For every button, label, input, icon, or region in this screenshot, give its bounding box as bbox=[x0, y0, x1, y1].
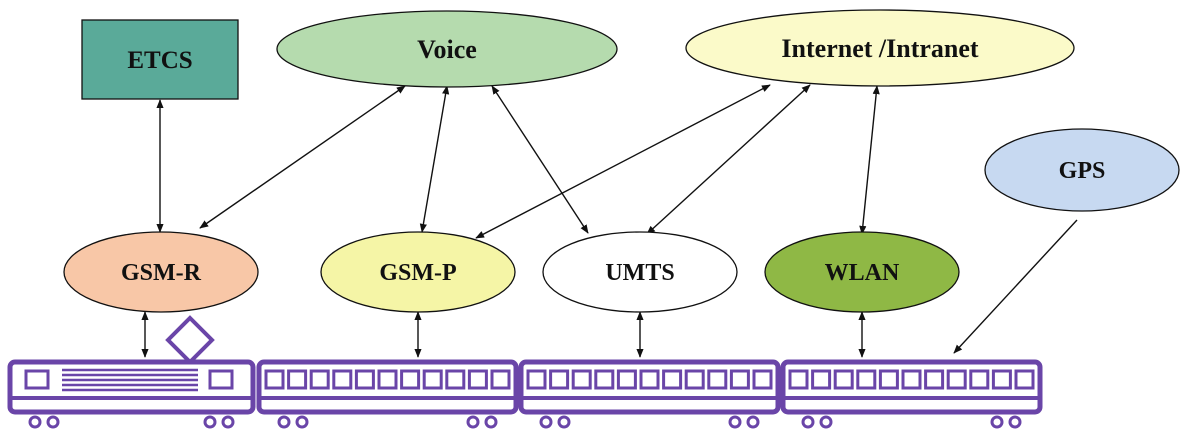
window bbox=[526, 369, 547, 390]
node-label: Voice bbox=[417, 35, 477, 64]
wheel bbox=[990, 415, 1004, 429]
window bbox=[729, 369, 750, 390]
window bbox=[833, 369, 854, 390]
window bbox=[571, 369, 592, 390]
window bbox=[788, 369, 809, 390]
window bbox=[549, 369, 570, 390]
node-wlan: WLAN bbox=[764, 231, 960, 313]
train-car-1 bbox=[256, 359, 519, 429]
window bbox=[445, 369, 466, 390]
wheel bbox=[728, 415, 742, 429]
window bbox=[662, 369, 683, 390]
window bbox=[332, 369, 353, 390]
window bbox=[969, 369, 990, 390]
arrow-gps-train bbox=[953, 219, 1078, 354]
node-label: GPS bbox=[1059, 158, 1106, 184]
node-label: ETCS bbox=[127, 47, 192, 74]
node-gps: GPS bbox=[984, 128, 1180, 212]
node-voice: Voice bbox=[276, 10, 618, 88]
window bbox=[594, 369, 615, 390]
wheel bbox=[466, 415, 480, 429]
node-etcs: ETCS bbox=[81, 19, 239, 100]
node-umts: UMTS bbox=[542, 231, 738, 313]
window bbox=[377, 369, 398, 390]
pantograph bbox=[165, 315, 215, 365]
window bbox=[400, 369, 421, 390]
window bbox=[707, 369, 728, 390]
wheel bbox=[557, 415, 571, 429]
window bbox=[490, 369, 511, 390]
arrow-internet-wlan bbox=[859, 85, 880, 235]
window bbox=[639, 369, 660, 390]
window bbox=[878, 369, 899, 390]
train bbox=[7, 315, 1043, 429]
node-internet: Internet /Intranet bbox=[685, 9, 1075, 87]
wheel bbox=[484, 415, 498, 429]
window bbox=[287, 369, 308, 390]
window bbox=[856, 369, 877, 390]
arrow-internet-umts bbox=[646, 84, 811, 235]
node-label: UMTS bbox=[605, 260, 674, 286]
window bbox=[616, 369, 637, 390]
train-car-3 bbox=[780, 359, 1043, 429]
window bbox=[924, 369, 945, 390]
node-gsm-r: GSM-R bbox=[63, 231, 259, 313]
train-car-2 bbox=[518, 359, 781, 429]
arrow-voice-gsmr bbox=[199, 85, 406, 229]
window bbox=[684, 369, 705, 390]
wheel bbox=[295, 415, 309, 429]
wheel bbox=[819, 415, 833, 429]
node-label: GSM-P bbox=[379, 260, 456, 286]
window bbox=[354, 369, 375, 390]
node-label: WLAN bbox=[825, 260, 900, 286]
window bbox=[901, 369, 922, 390]
window bbox=[811, 369, 832, 390]
window bbox=[752, 369, 773, 390]
window bbox=[991, 369, 1012, 390]
window bbox=[264, 369, 285, 390]
window bbox=[946, 369, 967, 390]
window bbox=[1014, 369, 1035, 390]
window bbox=[422, 369, 443, 390]
wheel bbox=[277, 415, 291, 429]
arrow-voice-umts bbox=[491, 85, 589, 234]
wheel bbox=[1008, 415, 1022, 429]
wheel bbox=[746, 415, 760, 429]
arrow-voice-gsmp bbox=[419, 85, 450, 233]
wheel bbox=[539, 415, 553, 429]
window bbox=[467, 369, 488, 390]
wheel bbox=[801, 415, 815, 429]
node-label: Internet /Intranet bbox=[781, 34, 978, 63]
train-locomotive bbox=[7, 315, 256, 429]
node-gsm-p: GSM-P bbox=[320, 231, 516, 313]
window bbox=[309, 369, 330, 390]
node-label: GSM-R bbox=[121, 260, 202, 286]
